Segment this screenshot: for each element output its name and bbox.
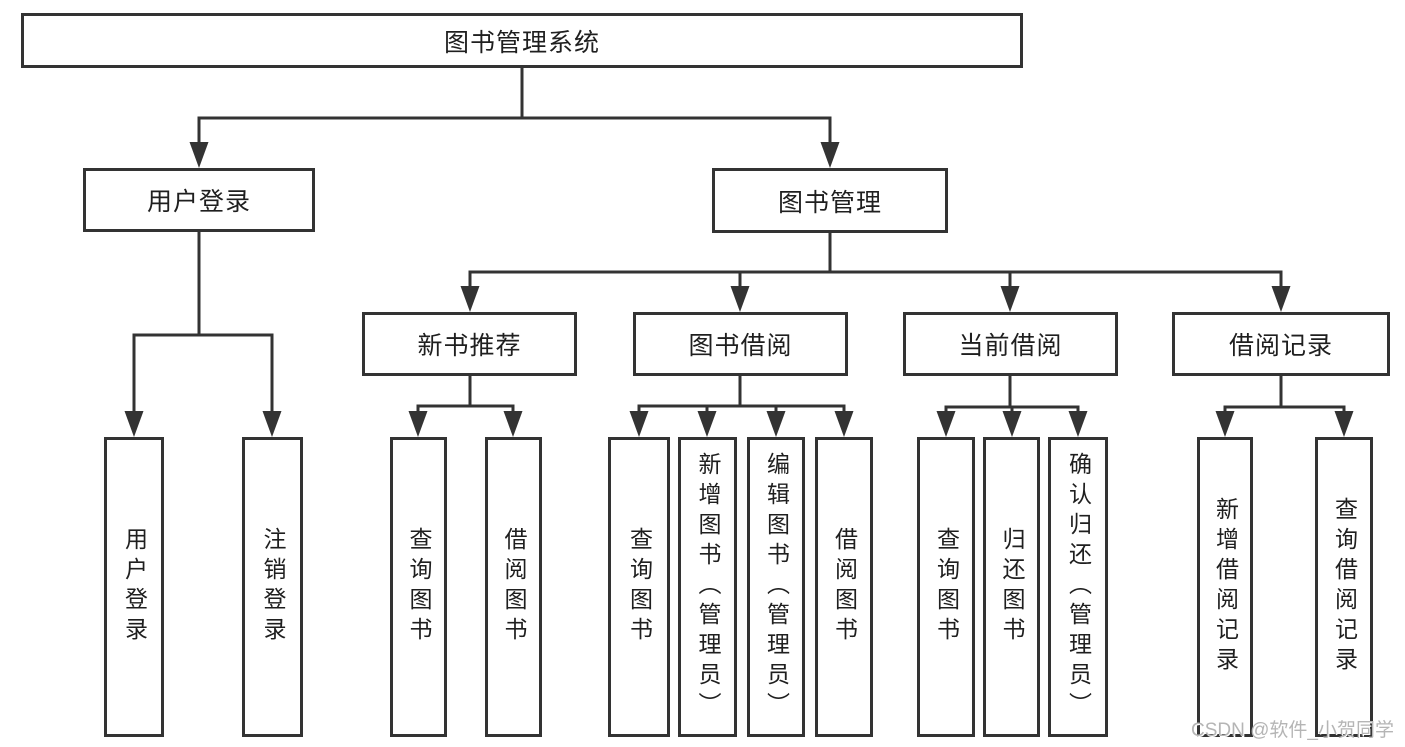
leaf-cb-confirm-return-admin-label: 确认归还（管理员） bbox=[1065, 452, 1092, 722]
node-borrow-records-label: 借阅记录 bbox=[1228, 332, 1333, 360]
node-book-borrow: 图书借阅 bbox=[633, 312, 848, 376]
leaf-br-query-record: 查询借阅记录 bbox=[1315, 437, 1373, 737]
leaf-logout-label: 注销登录 bbox=[260, 527, 286, 647]
connector-borrowrecord-to-leaves bbox=[1215, 376, 1354, 437]
leaf-br-add-record-label: 新增借阅记录 bbox=[1212, 497, 1239, 677]
arrowhead bbox=[629, 411, 649, 437]
leaf-nbr-borrow-books-label: 借阅图书 bbox=[501, 527, 527, 647]
node-user-login-label: 用户登录 bbox=[146, 188, 251, 216]
arrowhead bbox=[1068, 411, 1088, 437]
watermark: CSDN @软件_小贺同学 bbox=[1191, 720, 1394, 741]
arrowhead bbox=[189, 142, 209, 168]
leaf-bb-edit-books-admin-label: 编辑图书（管理员） bbox=[763, 452, 790, 722]
leaf-nbr-borrow-books: 借阅图书 bbox=[485, 437, 542, 737]
arrowhead bbox=[936, 411, 956, 437]
connector-bookborrow-to-leaves bbox=[629, 376, 854, 437]
arrowhead bbox=[124, 411, 144, 437]
leaf-cb-return-books: 归还图书 bbox=[983, 437, 1040, 737]
connector-bookmgmt-to-level3 bbox=[460, 233, 1291, 312]
node-user-login: 用户登录 bbox=[83, 168, 315, 232]
connector-newbook-to-leaves bbox=[408, 376, 523, 437]
leaf-br-add-record: 新增借阅记录 bbox=[1197, 437, 1253, 737]
node-book-management-label: 图书管理 bbox=[777, 188, 882, 217]
node-root: 图书管理系统 bbox=[21, 13, 1023, 68]
leaf-bb-borrow-books: 借阅图书 bbox=[815, 437, 873, 737]
leaf-nbr-query-books-label: 查询图书 bbox=[406, 527, 432, 647]
arrowhead bbox=[834, 411, 854, 437]
node-borrow-records: 借阅记录 bbox=[1172, 312, 1390, 376]
leaf-bb-add-books-admin: 新增图书（管理员） bbox=[678, 437, 737, 737]
node-new-book-recommend: 新书推荐 bbox=[362, 312, 577, 376]
leaf-bb-add-books-admin-label: 新增图书（管理员） bbox=[695, 452, 721, 722]
arrowhead bbox=[503, 411, 523, 437]
leaf-cb-return-books-label: 归还图书 bbox=[999, 527, 1025, 647]
arrowhead bbox=[1215, 411, 1235, 437]
connector-root-to-level2 bbox=[189, 68, 840, 168]
arrowhead bbox=[730, 286, 750, 312]
arrowhead bbox=[262, 411, 282, 437]
connector-userlogin-to-leaves bbox=[124, 232, 282, 437]
arrowhead bbox=[1334, 411, 1354, 437]
connector-currentborrow-to-leaves bbox=[936, 376, 1088, 437]
arrowhead bbox=[1271, 286, 1291, 312]
arrowhead bbox=[697, 411, 717, 437]
leaf-br-query-record-label: 查询借阅记录 bbox=[1331, 497, 1358, 677]
node-current-borrow-label: 当前借阅 bbox=[958, 332, 1063, 360]
leaf-cb-confirm-return-admin: 确认归还（管理员） bbox=[1048, 437, 1108, 737]
leaf-logout: 注销登录 bbox=[242, 437, 303, 737]
leaf-cb-query-books: 查询图书 bbox=[917, 437, 975, 737]
node-new-book-recommend-label: 新书推荐 bbox=[417, 332, 522, 360]
leaf-nbr-query-books: 查询图书 bbox=[390, 437, 447, 737]
leaf-bb-query-books: 查询图书 bbox=[608, 437, 670, 737]
leaf-bb-query-books-label: 查询图书 bbox=[626, 527, 653, 647]
leaf-cb-query-books-label: 查询图书 bbox=[933, 527, 960, 647]
node-book-borrow-label: 图书借阅 bbox=[688, 332, 793, 360]
arrowhead bbox=[1000, 286, 1020, 312]
node-book-management: 图书管理 bbox=[712, 168, 948, 233]
leaf-bb-edit-books-admin: 编辑图书（管理员） bbox=[747, 437, 805, 737]
arrowhead bbox=[1002, 411, 1022, 437]
leaf-user-login: 用户登录 bbox=[104, 437, 164, 737]
arrowhead bbox=[820, 142, 840, 168]
node-root-label: 图书管理系统 bbox=[443, 28, 600, 57]
leaf-user-login-label: 用户登录 bbox=[121, 527, 148, 647]
node-current-borrow: 当前借阅 bbox=[903, 312, 1118, 376]
arrowhead bbox=[460, 286, 480, 312]
arrowhead bbox=[766, 411, 786, 437]
arrowhead bbox=[408, 411, 428, 437]
leaf-bb-borrow-books-label: 借阅图书 bbox=[831, 527, 858, 647]
